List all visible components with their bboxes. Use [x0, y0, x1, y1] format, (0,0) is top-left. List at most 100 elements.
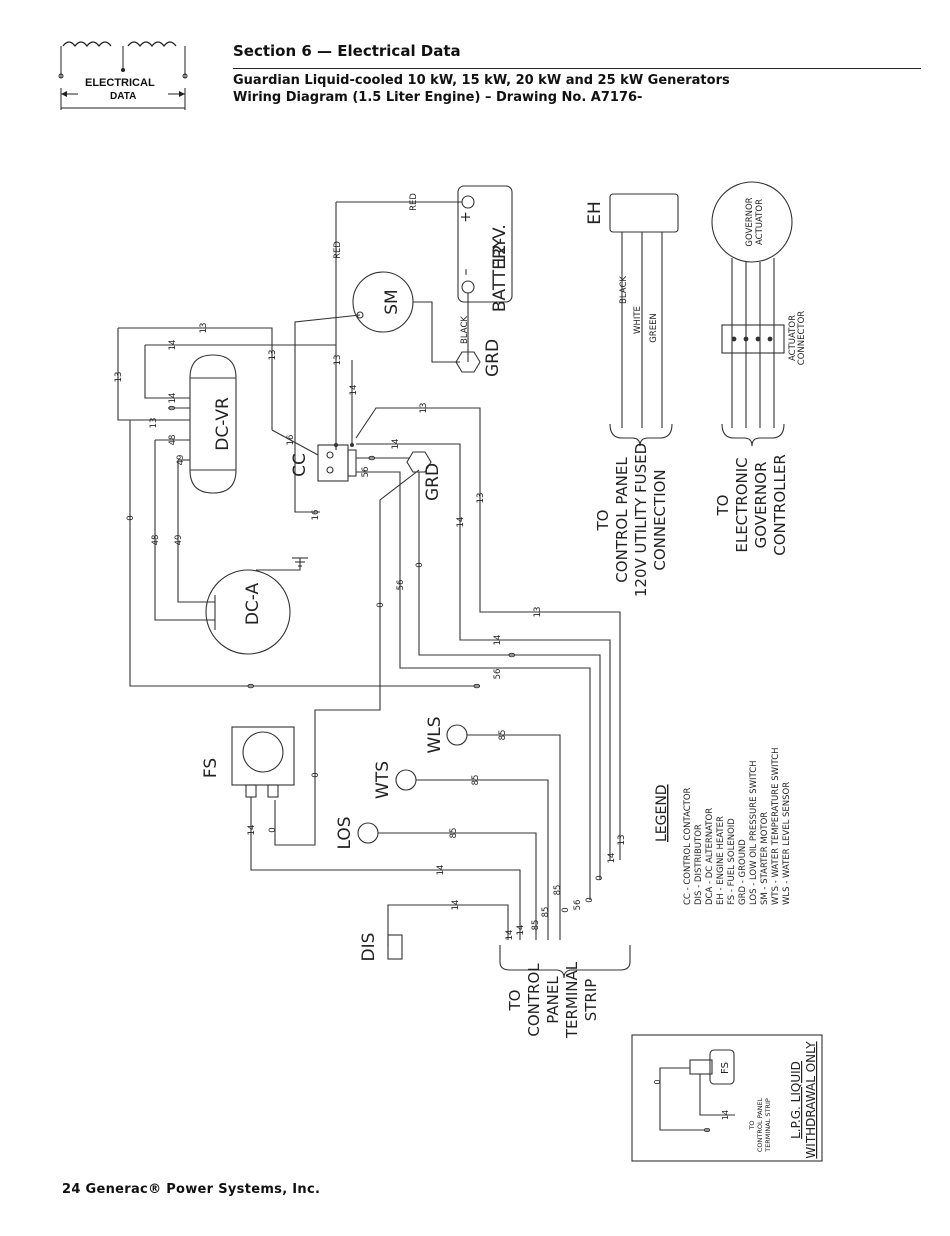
- wts-label: WTS: [373, 761, 393, 799]
- inset-title2: WITHDRAWAL ONLY: [804, 1041, 818, 1159]
- legend-item-grd: GRD - GROUND: [738, 839, 748, 905]
- act-conn-label1: ACTUATOR: [788, 315, 798, 361]
- legend-item-fs: FS - FUEL SOLENOID: [727, 818, 737, 905]
- wl-0i: 0: [311, 772, 321, 777]
- inset-to1: TO: [748, 1120, 756, 1130]
- los-label: LOS: [335, 816, 355, 849]
- inset-to2: CONTROL PANEL: [756, 1097, 764, 1152]
- terminal-2: CONTROL: [525, 963, 543, 1037]
- legend-item-sm: SM - STARTER MOTOR: [760, 812, 770, 905]
- wl-13c: 13: [149, 418, 159, 429]
- fs-label: FS: [201, 758, 221, 778]
- inset-w14: 14: [721, 1110, 730, 1120]
- dis-label: DIS: [359, 933, 379, 962]
- wl-16a: 16: [286, 435, 296, 446]
- wl-13d: 13: [268, 350, 278, 361]
- eh-label: EH: [585, 201, 605, 225]
- wl-13e: 13: [333, 355, 343, 366]
- inset-to3: TERMINAL STRIP: [764, 1098, 772, 1153]
- wl-0m: 0: [561, 907, 571, 912]
- coil-badge-icon: [58, 41, 188, 110]
- wl-56b: 56: [396, 580, 406, 591]
- wire-label-black-batt: BLACK: [460, 316, 470, 344]
- wl-0k: 0: [595, 875, 605, 880]
- wl-14d: 14: [391, 439, 401, 450]
- wl-14h: 14: [436, 865, 446, 876]
- terminal-3: PANEL: [544, 976, 562, 1024]
- wire-0-long-left: [129, 420, 480, 687]
- wl-14e: 14: [456, 517, 466, 528]
- battery-label1: 12-V.: [490, 224, 510, 266]
- inset-w0b: 0: [703, 1127, 712, 1132]
- wl-48b: 48: [151, 535, 161, 546]
- wire-label-white: WHITE: [633, 306, 643, 334]
- wl-13b: 13: [114, 372, 124, 383]
- wire-label-red2: RED: [333, 241, 343, 259]
- wire-label-red1: RED: [409, 193, 419, 211]
- wire-48-dca: [154, 440, 215, 621]
- wire-0-fs: [274, 469, 420, 846]
- dc-alternator: [205, 569, 291, 655]
- dcvr-label: DC-VR: [213, 397, 233, 451]
- battery-plus: +: [458, 211, 474, 223]
- sm-label: SM: [382, 289, 402, 314]
- wire-13-long: [355, 407, 621, 860]
- legend-item-wls: WLS - WATER LEVEL SENSOR: [782, 782, 792, 905]
- battery-label2: BATTERY: [490, 237, 510, 312]
- section-title: Section 6 — Electrical Data: [233, 42, 461, 60]
- inset-w0a: 0: [653, 1079, 662, 1084]
- subtitle-line2: Wiring Diagram (1.5 Liter Engine) – Draw…: [233, 90, 643, 105]
- control-contactor: [317, 444, 357, 482]
- wl-0a: 0: [168, 405, 178, 410]
- page-footer: 24 Generac® Power Systems, Inc.: [62, 1182, 321, 1197]
- water-temp-switch: [395, 769, 417, 791]
- cp-utility-1: TO: [594, 510, 612, 532]
- lpg-inset-box: [631, 1034, 823, 1162]
- wire-85-los: [378, 832, 537, 940]
- wl-56c: 56: [493, 669, 503, 680]
- wire-label-green: GREEN: [649, 313, 659, 343]
- header-rule: [233, 68, 921, 69]
- wl-14a: 14: [168, 340, 178, 351]
- wl-48a: 48: [168, 435, 178, 446]
- subtitle-line1: Guardian Liquid-cooled 10 kW, 15 kW, 20 …: [233, 73, 730, 88]
- wl-14b: 14: [168, 393, 178, 404]
- wire-56-long: [356, 471, 591, 900]
- legend-item-los: LOS - LOW OIL PRESSURE SWITCH: [749, 760, 759, 905]
- wl-85c: 85: [449, 828, 459, 839]
- wl-49b: 49: [174, 535, 184, 546]
- wl-0c: 0: [415, 562, 425, 567]
- distributor: [387, 934, 403, 960]
- gov-label2: ACTUATOR: [755, 199, 765, 245]
- grd-hexagon-top: [455, 351, 481, 373]
- gov-ctrl-2: ELECTRONIC: [733, 457, 751, 552]
- gov-ctrl-1: TO: [714, 495, 732, 517]
- wl-0h: 0: [508, 652, 518, 657]
- actuator-connector: [721, 324, 785, 354]
- terminal-1: TO: [506, 990, 524, 1012]
- wl-14i: 14: [451, 900, 461, 911]
- wire-49-dca: [177, 460, 215, 603]
- wl-49a: 49: [176, 455, 186, 466]
- dca-label: DC-A: [243, 582, 263, 625]
- legend-title: LEGEND: [654, 784, 670, 842]
- cc-label: CC: [290, 453, 310, 477]
- wl-0d: 0: [376, 602, 386, 607]
- wl-0l: 0: [585, 897, 595, 902]
- cp-utility-4: CONNECTION: [651, 469, 669, 570]
- wl-16b: 16: [311, 510, 321, 521]
- wire-14-left: [144, 345, 190, 399]
- wire-85-wls: [467, 734, 561, 940]
- wire-13-left: [117, 328, 190, 421]
- wl-14c: 14: [349, 385, 359, 396]
- battery-minus: –: [458, 269, 474, 276]
- wire-14-dis: [387, 904, 509, 947]
- wl-0g: 0: [473, 683, 483, 688]
- dc-voltage-regulator: [189, 354, 237, 494]
- wl-85d: 85: [553, 885, 563, 896]
- governor-actuator: [711, 181, 793, 263]
- badge-line2: DATA: [110, 91, 137, 102]
- wire-14-fs: [250, 797, 521, 940]
- gov-ctrl-3: GOVERNOR: [752, 462, 770, 549]
